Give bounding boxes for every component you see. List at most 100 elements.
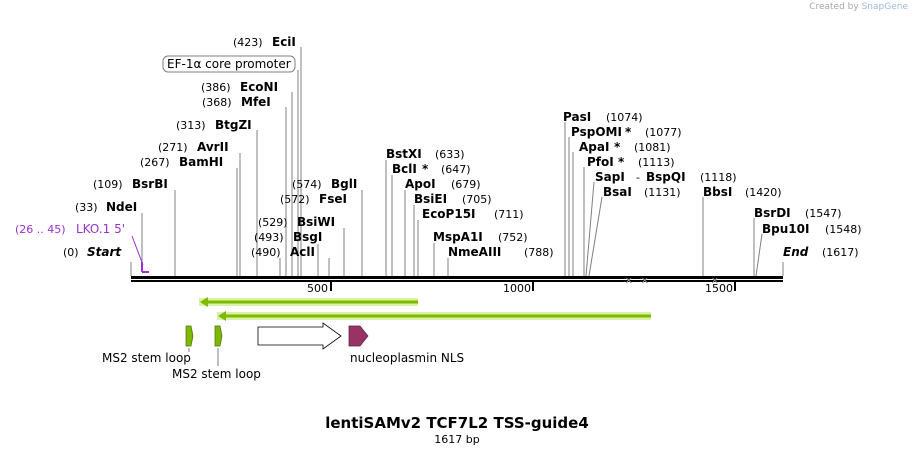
primer-name: LKO.1 5' xyxy=(76,222,125,236)
ruler: 500 1000 1500 xyxy=(307,282,736,295)
site-bsaI: BsaI (1131) xyxy=(603,185,681,199)
svg-text:(711): (711) xyxy=(494,208,524,221)
svg-text:BstXI: BstXI xyxy=(386,147,422,161)
svg-text:nucleoplasmin NLS: nucleoplasmin NLS xyxy=(350,351,464,365)
svg-text:*: * xyxy=(618,155,625,169)
svg-text:-: - xyxy=(636,171,640,184)
svg-text:MfeI: MfeI xyxy=(241,95,271,109)
svg-text:*: * xyxy=(625,125,632,139)
site-eciI: (423)EciI xyxy=(233,35,296,49)
svg-text:ApoI: ApoI xyxy=(405,177,436,191)
site-ecoNI: (386)EcoNI xyxy=(201,80,278,94)
ms2-stem-loop-2: MS2 stem loop xyxy=(172,325,261,381)
primer-lko1: (26 .. 45) LKO.1 5' xyxy=(15,222,149,273)
svg-text:BsaI: BsaI xyxy=(603,185,632,199)
map-title: lentiSAMv2 TCF7L2 TSS-guide4 xyxy=(325,414,589,432)
svg-text:⨯: ⨯ xyxy=(641,276,649,286)
svg-text:(490): (490) xyxy=(251,246,281,259)
svg-text:BclI: BclI xyxy=(392,162,417,176)
plasmid-map: .lbl { font-family:"DejaVu Sans", sans-s… xyxy=(15,35,862,381)
svg-text:BtgZI: BtgZI xyxy=(215,118,252,132)
svg-text:BamHI: BamHI xyxy=(179,155,223,169)
svg-text:MS2 stem loop: MS2 stem loop xyxy=(172,367,261,381)
site-apaI: ApaI*(1081) xyxy=(579,140,671,154)
svg-text:(1548): (1548) xyxy=(825,223,862,236)
svg-text:BsrBI: BsrBI xyxy=(132,177,168,191)
sequence-backbone: ⨯ ⨯ ⨯ xyxy=(131,276,783,286)
svg-text:BsiEI: BsiEI xyxy=(414,192,447,206)
svg-text:BglI: BglI xyxy=(331,177,357,191)
site-bsrBI: (109) BsrBI xyxy=(93,177,168,191)
site-bsiEI: BsiEI(705) xyxy=(414,192,492,206)
svg-text:PasI: PasI xyxy=(563,110,591,124)
svg-text:PspOMI: PspOMI xyxy=(571,125,622,139)
ms2-stem-loop-1: MS2 stem loop xyxy=(102,325,194,365)
snapgene-credit: Created by SnapGene xyxy=(809,2,908,12)
svg-text:(1077): (1077) xyxy=(645,126,682,139)
svg-text:(574): (574) xyxy=(292,178,322,191)
site-bsgI: (493)BsgI xyxy=(254,230,322,244)
site-mspA1I: MspA1I(752) xyxy=(433,230,528,244)
svg-text:MS2 stem loop: MS2 stem loop xyxy=(102,351,191,365)
svg-text:⨯: ⨯ xyxy=(711,276,719,286)
highlight-bar-long xyxy=(217,311,651,321)
ruler-tick-500: 500 xyxy=(307,282,328,295)
svg-text:(1420): (1420) xyxy=(745,186,782,199)
ruler-tick-1000: 1000 xyxy=(503,282,531,295)
svg-text:(423): (423) xyxy=(233,36,263,49)
site-bstXI: BstXI(633) xyxy=(386,147,465,161)
primer-range: (26 .. 45) xyxy=(15,223,66,236)
svg-text:EF-1α core promoter: EF-1α core promoter xyxy=(167,57,291,71)
site-pspOMI: PspOMI* (1077) xyxy=(571,125,682,139)
site-bpu10I: Bpu10I(1548) xyxy=(762,222,862,236)
site-pfoI: PfoI * (1113) xyxy=(587,155,675,169)
start-label: Start xyxy=(87,245,122,259)
site-sapI-bspQI: SapI-BspQI(1118) xyxy=(595,170,737,184)
svg-text:⨯: ⨯ xyxy=(625,276,633,286)
svg-text:(1074): (1074) xyxy=(606,111,643,124)
svg-text:FseI: FseI xyxy=(319,192,347,206)
site-mfeI: (368) MfeI xyxy=(202,95,271,109)
site-bsiWI: (529)BsiWI xyxy=(258,215,335,229)
map-length: 1617 bp xyxy=(434,433,480,446)
site-bclI: BclI*(647) xyxy=(392,162,471,176)
site-nmeAIII: NmeAIII(788) xyxy=(448,245,554,259)
svg-text:BsiWI: BsiWI xyxy=(297,215,335,229)
svg-text:BbsI: BbsI xyxy=(703,185,732,199)
site-avrII: (271) AvrII xyxy=(158,140,229,154)
svg-text:AvrII: AvrII xyxy=(197,140,229,154)
svg-text:BspQI: BspQI xyxy=(646,170,686,184)
svg-text:NdeI: NdeI xyxy=(106,200,137,214)
svg-text:PfoI: PfoI xyxy=(587,155,614,169)
svg-text:(271): (271) xyxy=(158,141,188,154)
svg-text:(1081): (1081) xyxy=(634,141,671,154)
svg-text:(313): (313) xyxy=(176,119,206,132)
svg-text:(267): (267) xyxy=(140,156,170,169)
site-aclI: (490) AclI xyxy=(251,245,315,259)
svg-text:(33): (33) xyxy=(75,201,98,214)
site-ndeI: (33) NdeI xyxy=(75,200,137,214)
svg-text:(109): (109) xyxy=(93,178,123,191)
end-pos: (1617) xyxy=(822,246,859,259)
ruler-tick-1500: 1500 xyxy=(705,282,733,295)
credit-prefix: Created by xyxy=(809,2,859,12)
site-bglI: (574) BglI xyxy=(292,177,357,191)
svg-text:(368): (368) xyxy=(202,96,232,109)
svg-text:EcoP15I: EcoP15I xyxy=(422,207,476,221)
svg-text:EcoNI: EcoNI xyxy=(240,80,278,94)
site-apoI: ApoI (679) xyxy=(405,177,481,191)
ef1a-promoter-arrow xyxy=(257,322,342,350)
svg-text:(752): (752) xyxy=(498,231,528,244)
svg-text:(1113): (1113) xyxy=(638,156,675,169)
site-bbsI: BbsI (1420) xyxy=(703,185,782,199)
svg-text:*: * xyxy=(614,140,621,154)
svg-text:(493): (493) xyxy=(254,231,284,244)
svg-text:AclI: AclI xyxy=(290,245,315,259)
site-btgZI: (313) BtgZI xyxy=(176,118,252,132)
svg-text:(1547): (1547) xyxy=(805,207,842,220)
svg-text:(1131): (1131) xyxy=(644,186,681,199)
svg-text:(647): (647) xyxy=(441,163,471,176)
nucleoplasmin-nls: nucleoplasmin NLS xyxy=(348,325,464,365)
svg-text:(679): (679) xyxy=(451,178,481,191)
svg-text:(1118): (1118) xyxy=(700,171,737,184)
